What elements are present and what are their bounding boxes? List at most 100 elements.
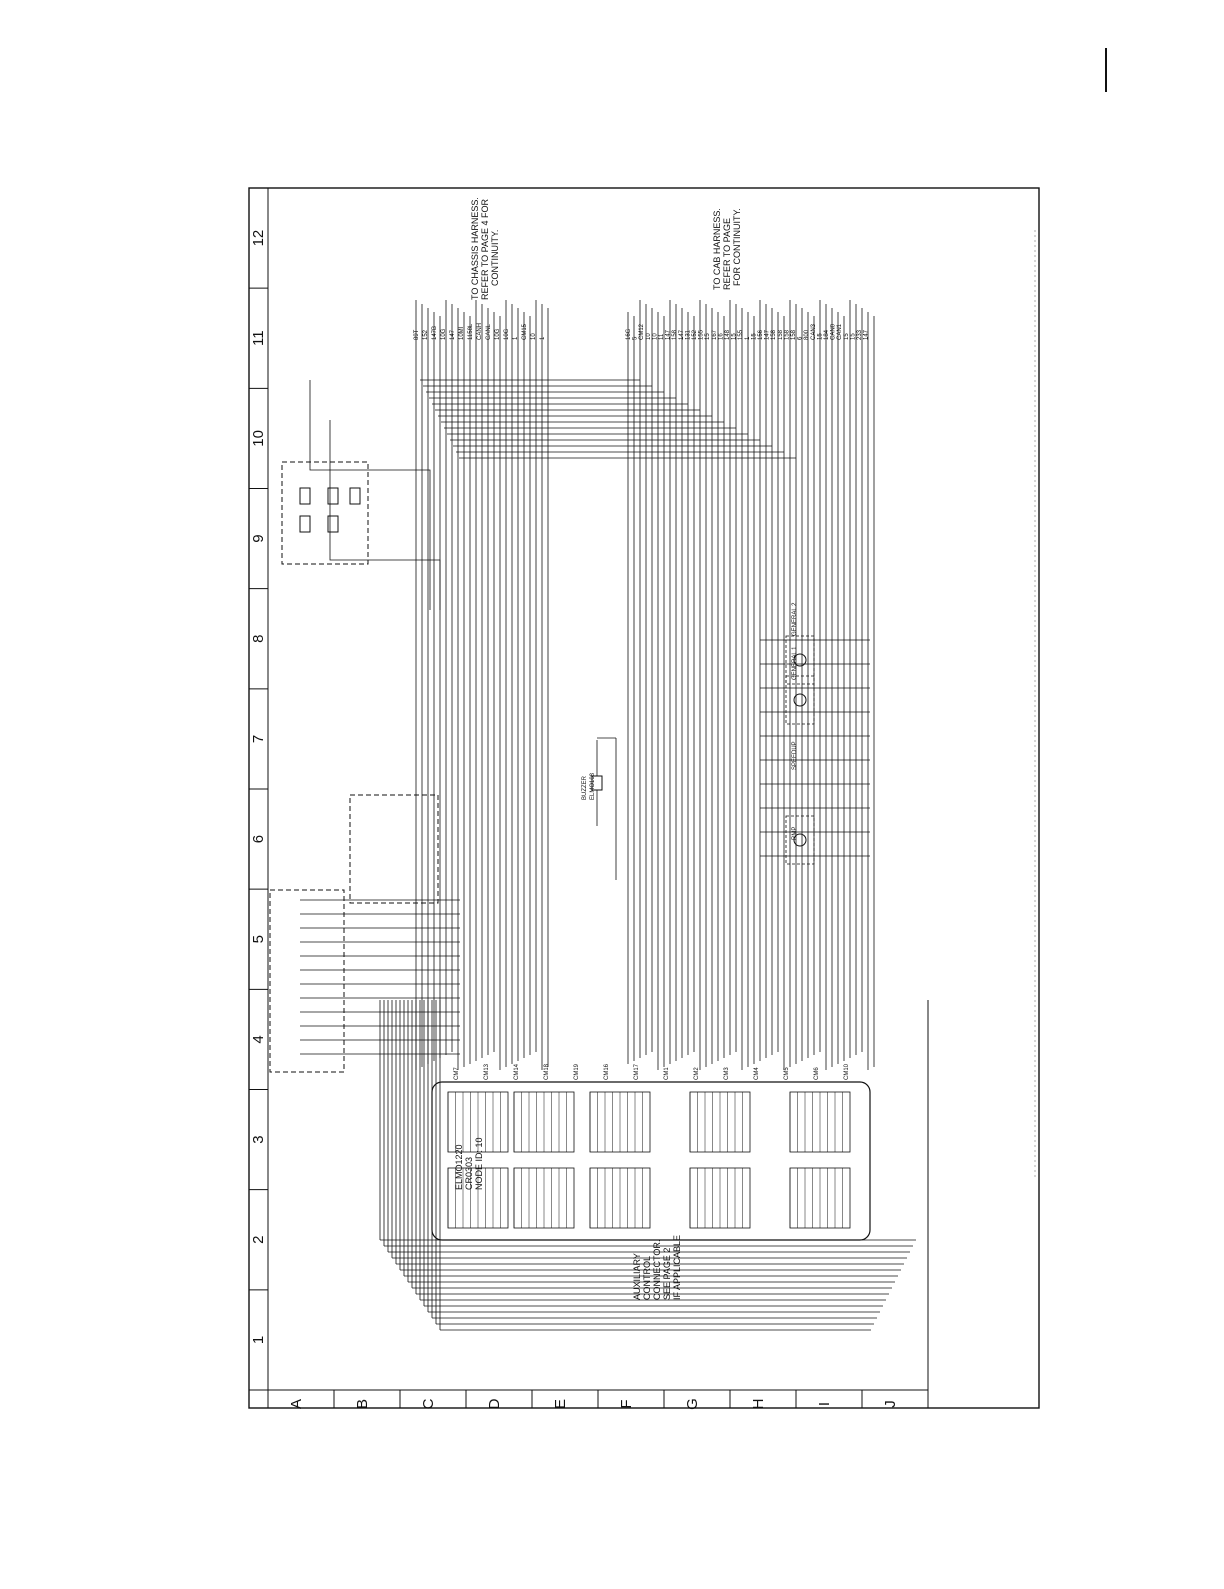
controller-title: ELMO1220 CR0303 NODE ID: 10 <box>454 1137 484 1190</box>
speedup-label: SPEEDUP <box>792 741 798 770</box>
aux-line4: SEE PAGE 2 <box>662 1248 672 1300</box>
grid-letter: D <box>486 1398 503 1409</box>
cab-wire-label: 147 <box>666 329 672 340</box>
cab-wire-label: 15 <box>751 333 757 340</box>
grid-number: 8 <box>250 635 267 643</box>
cab-wire-label: 147 <box>679 329 685 340</box>
grid-number: 3 <box>250 1135 267 1143</box>
left-dashed-module <box>269 889 345 1073</box>
chassis-wire-label: 89T <box>414 329 420 340</box>
grid-number: 9 <box>250 534 267 542</box>
cab-wire-label: 158 <box>778 329 784 340</box>
connector-label: CM14 <box>514 1063 520 1080</box>
cab-wire-label: 10 <box>652 333 658 340</box>
connector-label: CM6 <box>814 1067 820 1080</box>
chassis-wire-label: 10G <box>504 328 510 340</box>
cab-wire-label: 156 <box>758 329 764 340</box>
cab-note-line1: TO CAB HARNESS. <box>712 208 722 290</box>
grid-number: 10 <box>250 430 267 447</box>
chassis-wire-label: 152 <box>423 329 429 340</box>
chassis-wire-label: 147B <box>432 326 438 340</box>
buzzer-id: ELMO108 <box>590 772 596 800</box>
grid-number: 7 <box>250 735 267 743</box>
cab-wire-label: 15 <box>844 333 850 340</box>
connector-label: CM18 <box>544 1063 550 1080</box>
grid-letter: C <box>420 1398 437 1409</box>
buzzer-label: BUZZER <box>582 775 588 800</box>
cab-note-line3: FOR CONTINUITY. <box>732 208 742 286</box>
chassis-wire-label: 147 <box>450 329 456 340</box>
relay-group <box>785 635 815 865</box>
connector-label: CM16 <box>604 1063 610 1080</box>
controller-module <box>431 1081 871 1241</box>
controller-terminals <box>447 1091 851 1229</box>
grid-letter: B <box>354 1399 371 1409</box>
buzzer-label-group: BUZZER ELMO108 <box>582 772 596 800</box>
fuse-box <box>281 461 369 565</box>
cab-wire-label: CM12 <box>639 323 645 340</box>
connector-label: CM1 <box>664 1067 670 1080</box>
general-1-label: GENERAL 1 <box>792 646 798 680</box>
general-1-label-group: GENERAL 1 <box>792 646 798 680</box>
connector-label: CM2 <box>694 1067 700 1080</box>
grid-number: 11 <box>250 330 267 346</box>
cab-wire-label: 800 <box>804 329 810 340</box>
cab-harness-note: TO CAB HARNESS. REFER TO PAGE FOR CONTIN… <box>712 208 742 290</box>
wire-bundle <box>300 300 916 1331</box>
cab-wire-label: 16G <box>626 328 632 340</box>
connector-label: CM5 <box>784 1067 790 1080</box>
chassis-note-line1: TO CHASSIS HARNESS. <box>470 197 480 300</box>
grid-number: 2 <box>250 1236 267 1244</box>
cab-wire-label: 5 <box>633 336 639 340</box>
grid-number: 1 <box>250 1336 267 1344</box>
cab-wire-label: 131 <box>685 329 691 340</box>
connector-label: CM17 <box>634 1063 640 1080</box>
relay-coil-icon <box>793 653 807 667</box>
grid-letter: J <box>882 1400 899 1408</box>
chassis-wire-label: CANL <box>486 323 492 340</box>
grid-letter: F <box>618 1399 635 1408</box>
grid-letter: E <box>552 1399 569 1409</box>
chassis-wire-label: 1 <box>540 336 546 340</box>
cab-wire-label: 155 <box>699 329 705 340</box>
cab-wire-label: 16 <box>718 333 724 340</box>
auxiliary-note: AUXILIARY CONTROL CONNECTOR. SEE PAGE 2 … <box>632 1235 682 1300</box>
chassis-wire-label: 10 <box>531 333 537 340</box>
cab-wire-label: 147 <box>765 329 771 340</box>
cab-wire-label: 184 <box>824 329 830 340</box>
fuse-icon <box>327 487 339 505</box>
mid-dashed-module <box>349 794 439 904</box>
connector-label: CM13 <box>484 1063 490 1080</box>
aux-line2: CONTROL <box>642 1256 652 1300</box>
chassis-wire-label: CM15 <box>522 323 528 340</box>
grid-number: 4 <box>250 1035 267 1043</box>
general-2-label: GENERAL 2 <box>792 602 798 636</box>
controller-part: CR0303 <box>464 1157 474 1190</box>
connector-label: CM3 <box>724 1067 730 1080</box>
cab-wire-label: 15 <box>817 333 823 340</box>
cab-wire-label: 233 <box>857 329 863 340</box>
grid-letter: G <box>684 1398 701 1410</box>
controller-node: NODE ID: 10 <box>474 1137 484 1190</box>
relay-coil-icon <box>793 693 807 707</box>
relay-coil-icon <box>793 833 807 847</box>
cab-wire-label: 148 <box>725 329 731 340</box>
cab-wire-label: 158 <box>784 329 790 340</box>
cab-wire-label: 10 <box>646 333 652 340</box>
connector-label: CM10 <box>844 1063 850 1080</box>
chassis-harness-note: TO CHASSIS HARNESS. REFER TO PAGE 4 FOR … <box>470 197 500 300</box>
chassis-note-line2: REFER TO PAGE 4 FOR <box>480 198 490 300</box>
grid-number: 5 <box>250 935 267 943</box>
drawing-border <box>248 187 1040 1409</box>
cab-wire-label: 11 <box>659 333 665 340</box>
chassis-wire-label: 1158L <box>468 323 474 340</box>
rmp-label-group: RMP <box>792 827 798 840</box>
general-2-label-group: GENERAL 2 <box>792 602 798 636</box>
chassis-note-line3: CONTINUITY. <box>490 230 500 286</box>
chassis-wire-label: 1 <box>513 336 519 340</box>
connector-label: CM4 <box>754 1067 760 1080</box>
cab-note-line2: REFER TO PAGE <box>722 218 732 290</box>
